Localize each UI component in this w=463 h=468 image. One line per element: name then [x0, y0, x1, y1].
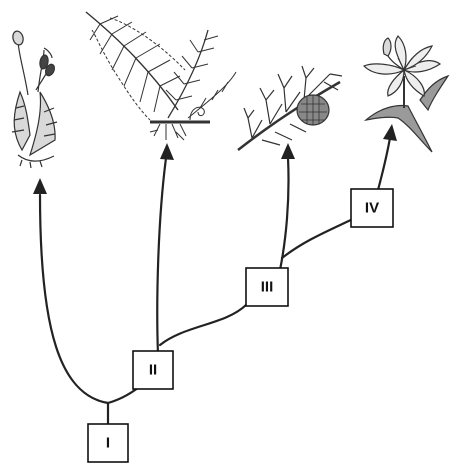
branch-to-moss [40, 195, 108, 403]
node-i-label: I [106, 435, 110, 452]
node-iv-label: IV [365, 200, 379, 217]
arrowhead-moss [33, 178, 47, 194]
arrowhead-flowering [383, 124, 397, 141]
conifer-branch-with-cone-icon [238, 66, 342, 150]
node-iii-label: III [261, 279, 274, 296]
node-i: I [88, 424, 128, 462]
moss-plant-icon [11, 30, 57, 168]
node-ii-label: II [149, 362, 157, 379]
lily-flower-icon [364, 36, 448, 152]
branch-to-node-iv [282, 218, 355, 258]
node-iii: III [246, 268, 288, 306]
fern-frond-icon [86, 12, 236, 140]
node-iv: IV [351, 189, 393, 227]
arrowheads [33, 124, 397, 194]
branch-to-fern [157, 158, 166, 355]
tree-branches [40, 138, 390, 425]
node-ii: II [133, 351, 173, 389]
arrowhead-conifer [281, 143, 295, 159]
branch-to-node-iii [160, 305, 246, 345]
arrowhead-fern [160, 143, 174, 160]
branch-to-flowering [378, 138, 390, 190]
